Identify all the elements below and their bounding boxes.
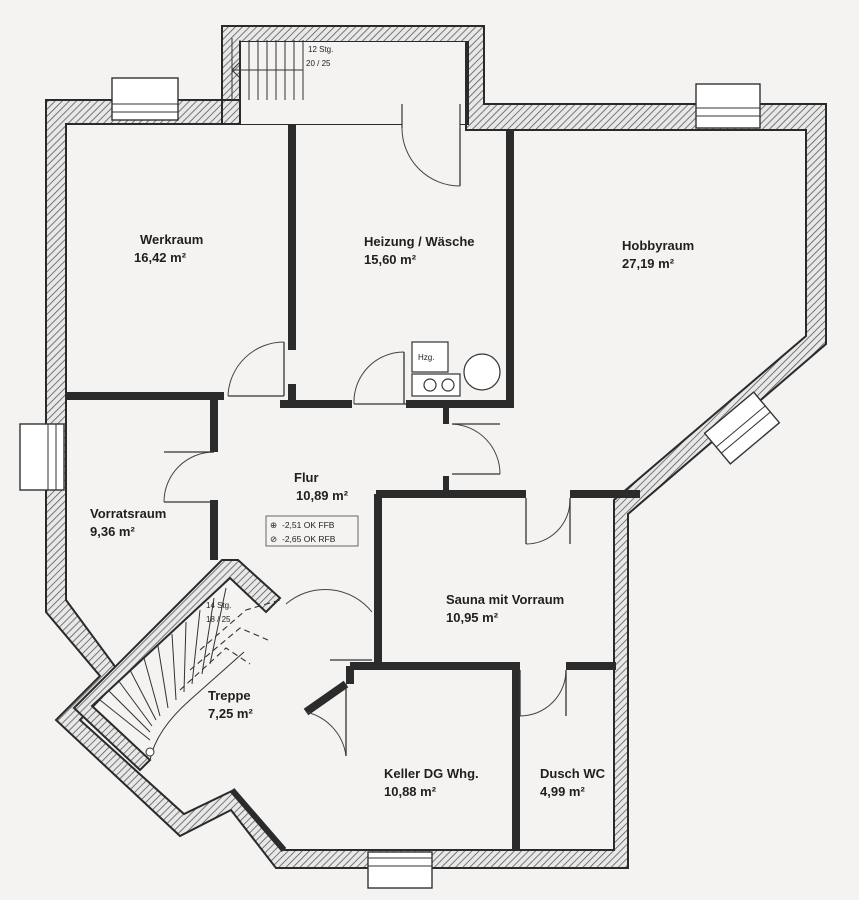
outer-wall [45,25,827,869]
level-rfb-text: -2,65 OK RFB [282,534,336,544]
room-heizung-area: 15,60 m² [364,252,417,267]
room-hobbyraum-name: Hobbyraum [622,238,694,253]
room-dusch-name: Dusch WC [540,766,606,781]
room-werkraum-name: Werkraum [140,232,203,247]
room-werkraum-area: 16,42 m² [134,250,187,265]
main-stair-steps: 14 Stg. [206,601,231,610]
level-rfb-symbol: ⊘ [270,534,277,544]
window-werkraum [111,77,179,121]
level-legend-box [265,515,359,547]
main-stair [99,587,281,761]
upper-stair-steps: 12 Stg. [308,45,333,54]
room-vorratsraum-name: Vorratsraum [90,506,166,521]
doors [163,102,571,757]
room-dusch-area: 4,99 m² [540,784,585,799]
room-sauna-name: Sauna mit Vorraum [446,592,564,607]
room-flur-area: 10,89 m² [296,488,349,503]
window-hobbyraum [695,83,761,129]
windows [19,77,781,889]
room-treppe-name: Treppe [208,688,251,703]
heater-equipment: Hzg. [411,341,501,397]
room-keller-area: 10,88 m² [384,784,437,799]
room-heizung-name: Heizung / Wäsche [364,234,475,249]
level-ffb-symbol: ⊕ [270,520,277,530]
window-hobby-diagonal [703,391,781,465]
window-keller [367,851,433,889]
room-treppe-area: 7,25 m² [208,706,253,721]
level-ffb-text: -2,51 OK FFB [282,520,335,530]
upper-stair-treads [231,38,304,100]
room-hobbyraum-area: 27,19 m² [622,256,675,271]
main-stair-ratio: 18 / 25 [206,615,231,624]
room-vorratsraum-area: 9,36 m² [90,524,135,539]
interior-walls [66,124,640,852]
stair-core-wall [72,559,282,772]
heater-label: Hzg. [418,353,434,362]
upper-stair-ratio: 20 / 25 [306,59,331,68]
window-vorratsraum [19,423,65,491]
room-flur-name: Flur [294,470,319,485]
room-keller-name: Keller DG Whg. [384,766,479,781]
room-sauna-area: 10,95 m² [446,610,499,625]
